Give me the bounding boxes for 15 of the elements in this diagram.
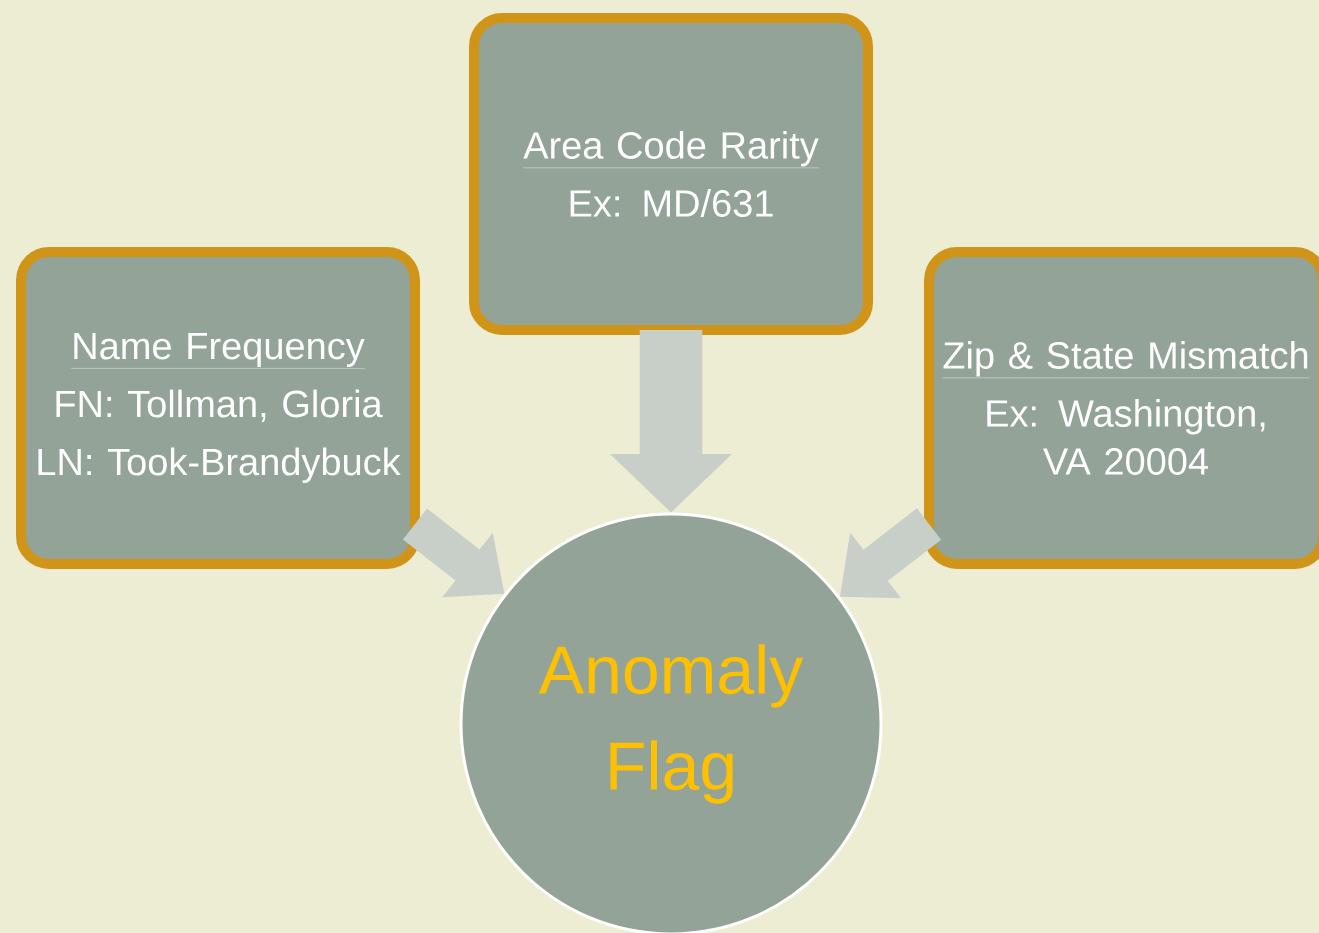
heading-text: Zip & State Mismatch (942, 341, 1310, 379)
body-text: FN: Tollman, Gloria (56, 389, 383, 422)
body-text: LN: Took-Brandybuck (38, 447, 401, 483)
body-text: Ex: Washington, VA 20004 (987, 399, 1265, 475)
category-box (469, 13, 873, 335)
heading-text: Area Code Rarity (522, 131, 820, 169)
block-arrow (403, 508, 505, 598)
result-circle (459, 512, 883, 933)
category-box (16, 247, 420, 569)
block-arrow (839, 508, 942, 599)
category-box (924, 247, 1319, 569)
body-text: Ex: MD/631 (570, 189, 773, 217)
block-arrow (610, 330, 732, 513)
heading-text: Name Frequency (71, 332, 365, 369)
label-text: Anomaly Flag (538, 644, 804, 804)
